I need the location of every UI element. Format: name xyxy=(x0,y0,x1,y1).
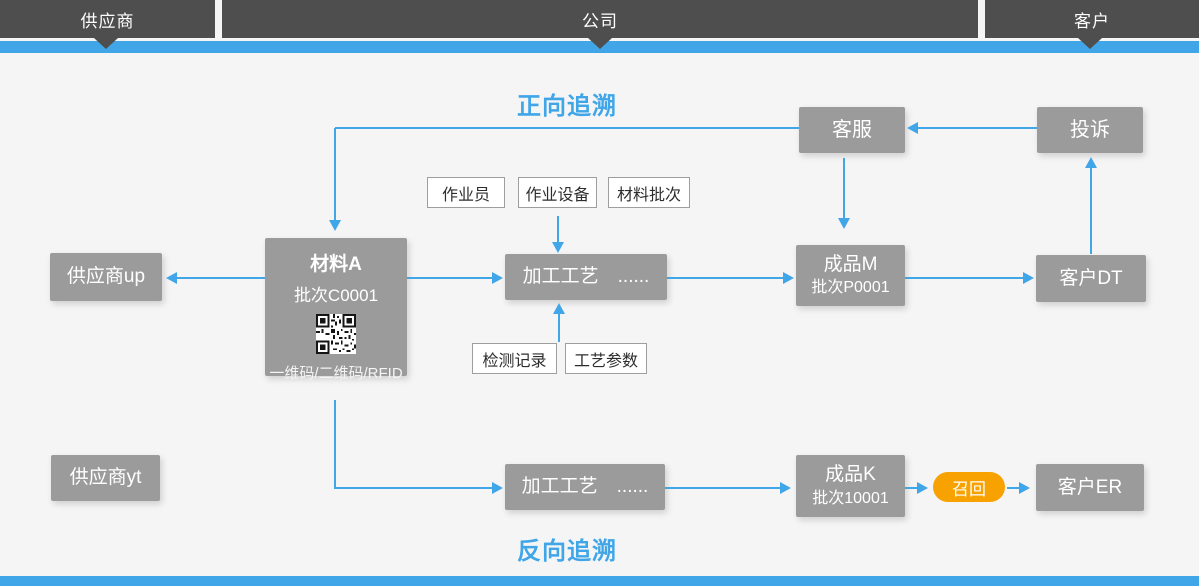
connector-line xyxy=(905,487,918,489)
arrow-right-icon xyxy=(783,272,794,284)
connector-line xyxy=(335,127,799,129)
connector-line xyxy=(176,277,265,279)
node-customer-service: 客服 xyxy=(799,107,905,153)
node-supplier-up: 供应商up xyxy=(50,253,162,301)
arrow-right-icon xyxy=(1019,482,1030,494)
header-pointer-icon xyxy=(1078,38,1102,49)
connector-line xyxy=(665,487,781,489)
connector-line xyxy=(667,277,784,279)
node-product-m: 成品M 批次P0001 xyxy=(796,245,905,306)
material-a-batch: 批次C0001 xyxy=(293,286,379,305)
node-material-a: 材料A 批次C0001 xyxy=(265,238,407,382)
connector-line xyxy=(905,277,1024,279)
arrow-up-icon xyxy=(1085,157,1097,168)
connector-line xyxy=(334,487,493,489)
product-k-name: 成品K xyxy=(825,464,876,486)
arrow-down-icon xyxy=(329,220,341,231)
arrow-up-icon xyxy=(553,303,565,314)
node-inspection-record: 检测记录 xyxy=(472,343,557,374)
connector-line xyxy=(558,313,560,342)
header-section-company: 公司 xyxy=(222,0,978,38)
backward-trace-title: 反向追溯 xyxy=(517,538,617,565)
node-process-bottom: 加工工艺 ...... xyxy=(505,464,665,510)
node-complaint: 投诉 xyxy=(1037,107,1143,153)
connector-line xyxy=(557,216,559,243)
node-operator: 作业员 xyxy=(427,177,505,208)
arrow-right-icon xyxy=(492,482,503,494)
material-a-codes-caption: 一维码/二维码/RFID xyxy=(269,365,403,382)
arrow-right-icon xyxy=(1023,272,1034,284)
node-process-top: 加工工艺 ...... xyxy=(505,254,667,300)
connector-line xyxy=(334,400,336,489)
product-m-name: 成品M xyxy=(823,253,878,275)
node-customer-dt: 客户DT xyxy=(1036,255,1146,302)
material-a-name: 材料A xyxy=(310,254,362,275)
node-customer-er: 客户ER xyxy=(1036,464,1144,511)
node-product-k: 成品K 批次10001 xyxy=(796,455,905,517)
connector-line xyxy=(1007,487,1020,489)
product-m-batch: 批次P0001 xyxy=(811,279,890,297)
forward-trace-title: 正向追溯 xyxy=(517,93,617,120)
product-k-batch: 批次10001 xyxy=(812,489,889,507)
connector-line xyxy=(1090,167,1092,254)
arrow-left-icon xyxy=(907,122,918,134)
arrow-right-icon xyxy=(917,482,928,494)
connector-line xyxy=(334,128,336,221)
node-process-params: 工艺参数 xyxy=(565,343,647,374)
header-section-supplier: 供应商 xyxy=(0,0,215,38)
connector-line xyxy=(843,158,845,219)
connector-line xyxy=(918,127,1037,129)
header-section-customer: 客户 xyxy=(985,0,1199,38)
header-pointer-icon xyxy=(94,38,118,49)
arrow-down-icon xyxy=(552,242,564,253)
arrow-down-icon xyxy=(838,218,850,229)
header-pointer-icon xyxy=(588,38,612,49)
connector-line xyxy=(407,277,493,279)
node-supplier-yt: 供应商yt xyxy=(51,455,160,501)
arrow-right-icon xyxy=(780,482,791,494)
arrow-left-icon xyxy=(166,272,177,284)
bottom-accent-bar xyxy=(0,576,1199,586)
qr-code-icon xyxy=(316,314,356,354)
node-material-batch: 材料批次 xyxy=(608,177,690,208)
node-recall-badge: 召回 xyxy=(933,472,1005,502)
node-equipment: 作业设备 xyxy=(518,177,597,208)
arrow-right-icon xyxy=(492,272,503,284)
